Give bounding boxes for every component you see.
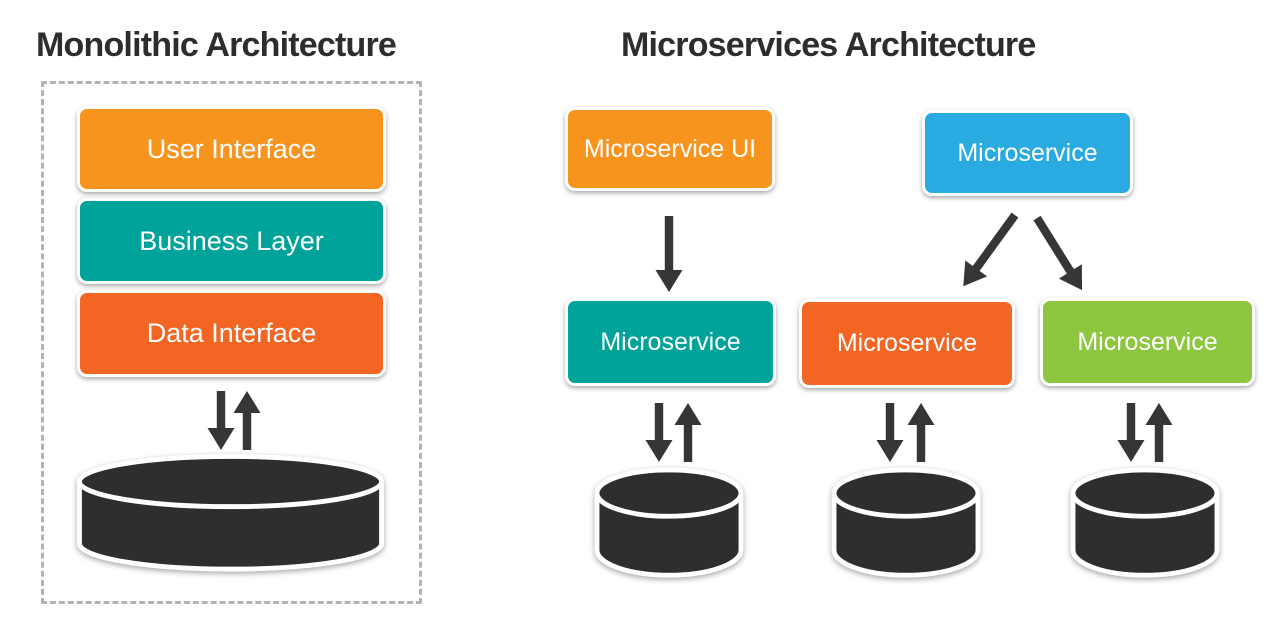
layer-box-business-layer: Business Layer (77, 198, 386, 284)
monolith-database-icon (73, 453, 388, 577)
up-arrow-icon (1144, 403, 1174, 462)
up-arrow-icon (906, 403, 936, 462)
up-arrow-icon (232, 391, 262, 450)
service-label: Microservice (600, 327, 741, 356)
down-arrow-icon (654, 216, 684, 292)
diagonal-arrow-left-icon (951, 206, 1027, 295)
down-arrow-icon (875, 403, 905, 462)
microservice-database-icon (1068, 467, 1222, 581)
down-arrow-icon (644, 403, 674, 462)
layer-label: Data Interface (146, 318, 317, 348)
up-arrow-icon (673, 403, 703, 462)
service-label: Microservice (836, 329, 978, 357)
diagonal-arrow-right-icon (1024, 210, 1094, 298)
microservice-database-icon (829, 467, 983, 581)
microservices-title: Microservices Architecture (621, 26, 1036, 64)
service-label: Microservice UI (583, 134, 757, 163)
service-label: Microservice (1077, 327, 1218, 356)
layer-label: Business Layer (139, 225, 324, 256)
box-microservice-top: Microservice (922, 110, 1133, 196)
down-arrow-icon (1116, 403, 1146, 462)
box-microservice-green: Microservice (1040, 298, 1255, 386)
monolithic-title: Monolithic Architecture (36, 26, 397, 64)
down-arrow-icon (206, 391, 236, 450)
box-microservice-teal: Microservice (565, 298, 776, 386)
layer-box-data-interface: Data Interface (77, 290, 386, 377)
microservice-database-icon (592, 467, 746, 581)
service-label: Microservice (957, 138, 1098, 167)
box-microservice-orange: Microservice (799, 299, 1015, 388)
box-microservice-ui: Microservice UI (565, 107, 775, 191)
layer-box-user-interface: User Interface (77, 106, 386, 192)
layer-label: User Interface (146, 133, 317, 164)
monolith-boundary (41, 81, 422, 604)
